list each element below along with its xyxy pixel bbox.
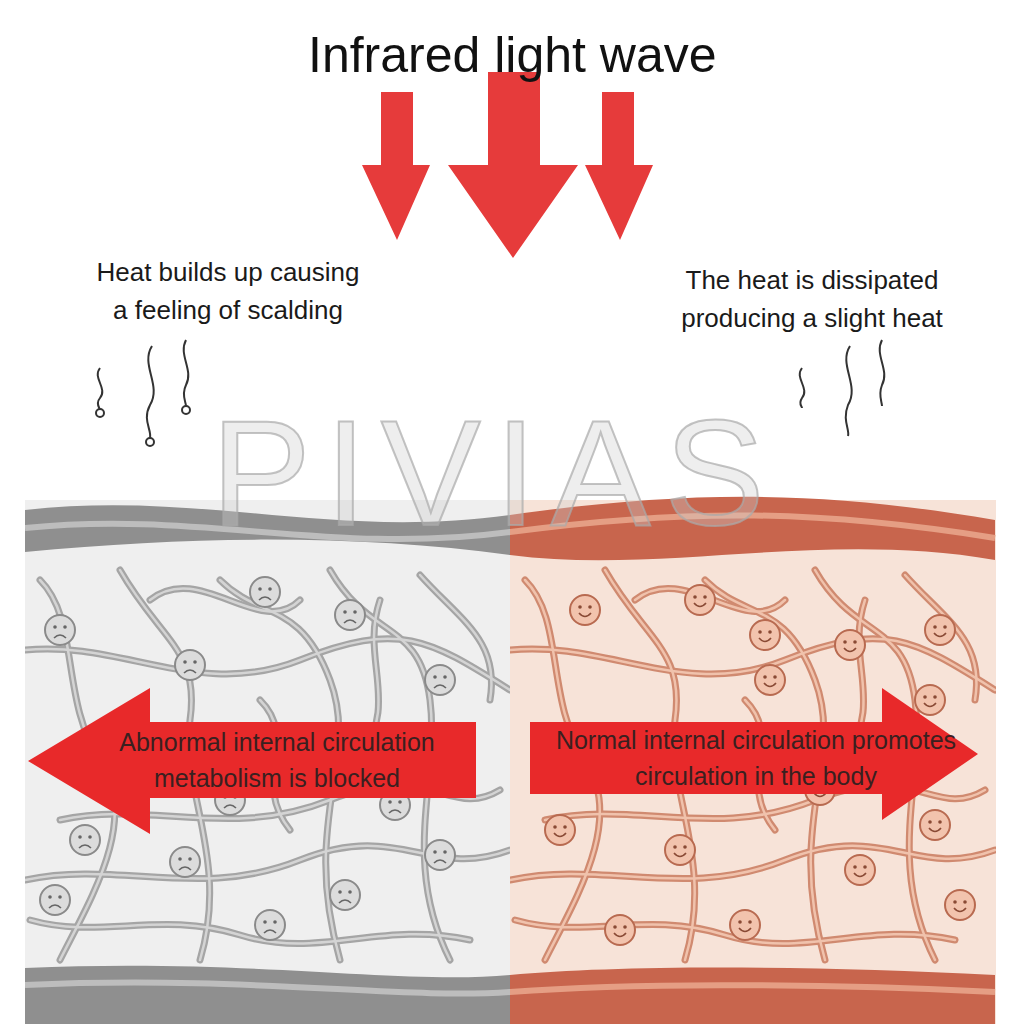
illustration-part bbox=[755, 665, 785, 695]
illustration-part bbox=[730, 910, 760, 940]
illustration-part bbox=[40, 885, 70, 915]
arrow-fill bbox=[28, 688, 476, 834]
illustration-part bbox=[510, 570, 995, 960]
illustration-part bbox=[545, 815, 575, 845]
illustration-part bbox=[96, 409, 104, 417]
illustration-part bbox=[25, 983, 511, 994]
illustration-part bbox=[510, 570, 995, 960]
illustration-part bbox=[25, 570, 510, 960]
illustration-part bbox=[800, 368, 805, 408]
circulation-arrow: Abnormal internal circulation metabolism… bbox=[28, 688, 476, 834]
illustration-part bbox=[335, 600, 365, 630]
normal-tissue bbox=[510, 497, 996, 1024]
illustration-part bbox=[147, 346, 154, 438]
heat-note: The heat is dissipated producing a sligh… bbox=[632, 262, 992, 337]
illustration-part bbox=[362, 92, 430, 240]
illustration-part bbox=[425, 840, 455, 870]
illustration-part bbox=[70, 825, 100, 855]
illustration-part bbox=[184, 340, 189, 406]
illustration-part bbox=[250, 577, 280, 607]
infrared-arrows bbox=[362, 72, 653, 258]
illustration-part bbox=[448, 72, 578, 258]
abnormal-tissue bbox=[25, 497, 511, 1024]
illustration-part bbox=[255, 910, 285, 940]
illustration-part bbox=[146, 438, 154, 446]
arrow-shape bbox=[28, 688, 476, 834]
illustration-part bbox=[182, 406, 190, 414]
illustration-part bbox=[880, 340, 885, 406]
illustration-part bbox=[175, 650, 205, 680]
arrow-label: Abnormal internal circulation metabolism… bbox=[68, 725, 486, 796]
illustration-part bbox=[835, 630, 865, 660]
illustration-part bbox=[915, 685, 945, 715]
illustration-part bbox=[425, 665, 455, 695]
illustration-part bbox=[945, 890, 975, 920]
illustration-part bbox=[665, 835, 695, 865]
title: Infrared light wave bbox=[308, 28, 717, 83]
illustration-part bbox=[846, 346, 852, 436]
illustration-part bbox=[25, 966, 511, 1024]
illustration-part bbox=[98, 368, 103, 410]
illustration-part bbox=[510, 570, 995, 960]
illustration-part bbox=[685, 585, 715, 615]
illustration-part bbox=[25, 570, 510, 960]
illustration-part bbox=[330, 880, 360, 910]
heat-note: Heat builds up causing a feeling of scal… bbox=[18, 254, 438, 329]
illustration-part bbox=[510, 983, 995, 994]
illustration-part bbox=[170, 847, 200, 877]
illustration-part bbox=[750, 620, 780, 650]
illustration-part bbox=[925, 615, 955, 645]
illustration-part bbox=[45, 615, 75, 645]
illustration-part bbox=[570, 595, 600, 625]
illustration-part bbox=[510, 500, 996, 1024]
arrow-fill bbox=[530, 688, 978, 820]
arrow-label: Normal internal circulation promotes cir… bbox=[536, 723, 976, 794]
illustration-part bbox=[845, 855, 875, 885]
illustration-part bbox=[605, 915, 635, 945]
illustration-part bbox=[585, 92, 653, 240]
watermark: PIVIAS bbox=[211, 398, 779, 548]
illustration-part bbox=[920, 810, 950, 840]
illustration-part bbox=[25, 500, 511, 1024]
illustration-part bbox=[510, 966, 995, 1024]
circulation-arrow: Normal internal circulation promotes cir… bbox=[530, 688, 978, 820]
